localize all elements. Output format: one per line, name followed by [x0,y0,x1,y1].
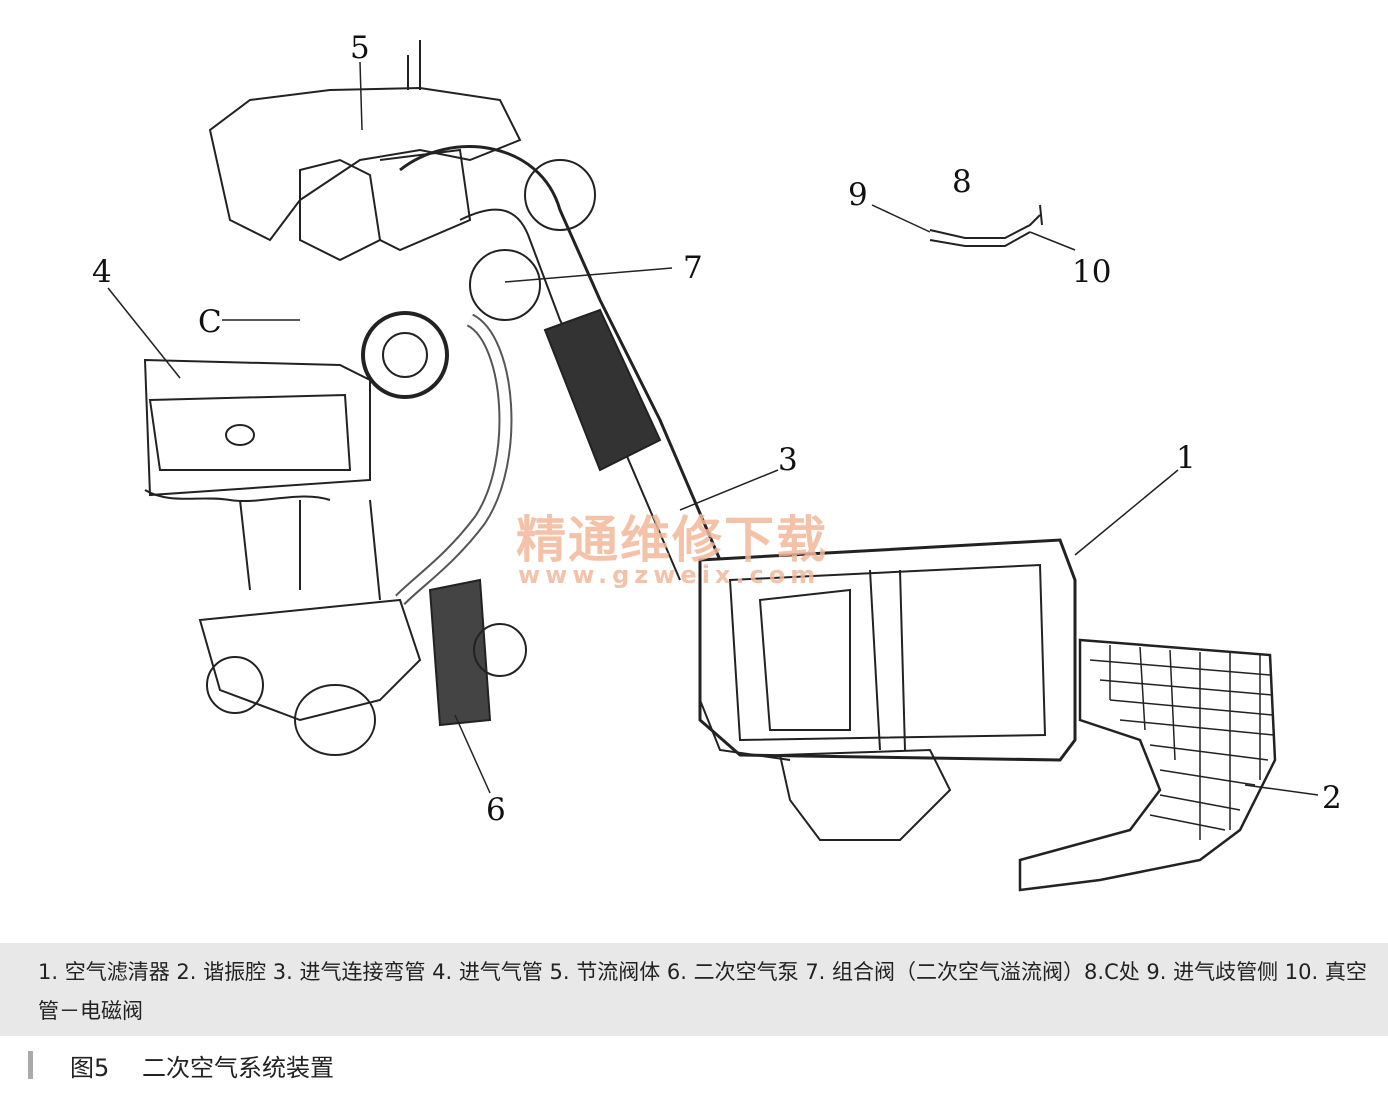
callout-10: 10 [1072,254,1111,290]
figure-caption: 图5 二次空气系统装置 [0,1046,1388,1088]
callout-5: 5 [350,30,370,66]
callout-labels: 1 2 3 4 5 6 7 8 9 10 C [92,30,1342,828]
callout-6: 6 [486,792,506,828]
watermark-url: www.gzweix.com [518,561,821,589]
leader-5 [359,61,363,131]
callout-8: 8 [952,164,972,200]
callout-2: 2 [1322,780,1342,816]
watermark-title: 精通维修下载 [516,510,828,569]
legend-panel: 1. 空气滤清器 2. 谐振腔 3. 进气连接弯管 4. 进气气管 5. 节流阀… [0,943,1388,1036]
leader-10 [1029,231,1076,251]
engine-drawing [143,40,1277,892]
leader-2 [1244,784,1319,796]
figure-number: 图5 [70,1054,110,1082]
leader-1 [1074,469,1179,556]
callout-4: 4 [92,254,112,290]
resonator-grid [1018,638,1277,892]
callout-3: 3 [778,442,798,478]
leader-7 [504,267,673,283]
leader-4 [107,287,181,379]
caption-marker [28,1051,33,1079]
diagram-canvas: 1 2 3 4 5 6 7 8 9 10 C [92,30,1342,892]
leader-lines [107,61,1319,796]
callout-C: C [198,304,222,340]
figure-title: 二次空气系统装置 [142,1054,334,1082]
legend-text: 1. 空气滤清器 2. 谐振腔 3. 进气连接弯管 4. 进气气管 5. 节流阀… [38,960,1367,1023]
leader-9 [871,204,931,233]
callout-7: 7 [683,250,703,286]
leader-3 [679,469,779,511]
leader-6 [454,714,491,794]
callout-9: 9 [848,177,868,213]
callout-1: 1 [1176,440,1196,476]
